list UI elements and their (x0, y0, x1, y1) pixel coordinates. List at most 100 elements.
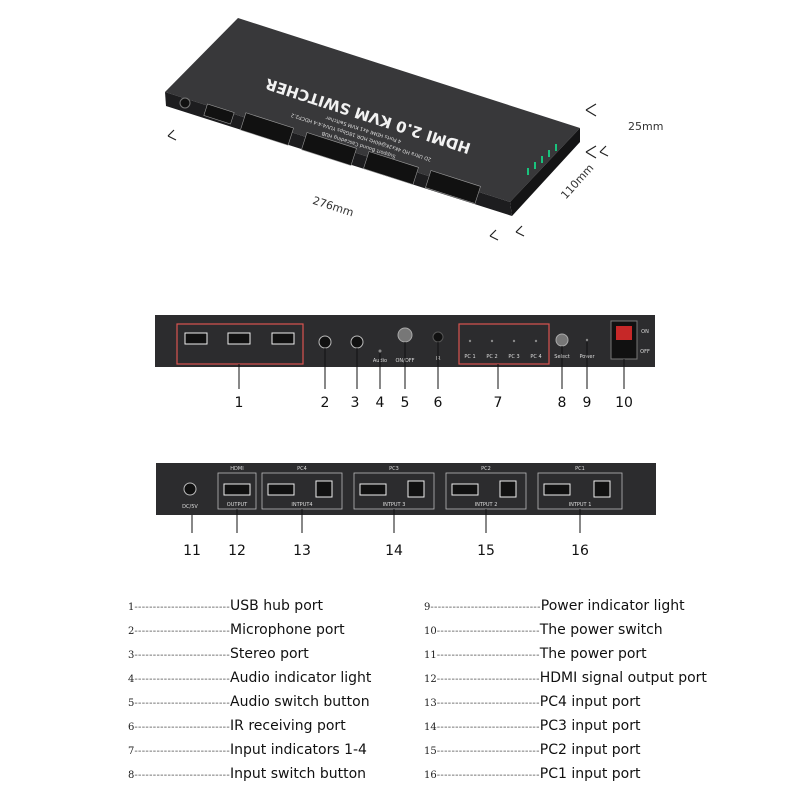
audio-indicator (378, 349, 382, 353)
legend-num: 2 (128, 626, 135, 637)
legend-item: 3--------------------------Stereo port (128, 646, 309, 670)
legend-dash: ---------------------------- (436, 674, 540, 685)
legend-num: 1 (128, 602, 135, 613)
height-dimension: 25mm (628, 120, 663, 133)
device-top-face (165, 18, 580, 202)
legend-dash: ---------------------------- (436, 770, 540, 781)
legend-num: 9 (424, 602, 431, 613)
legend-item: 12----------------------------HDMI signa… (424, 670, 707, 694)
legend-dash: ---------------------------- (436, 698, 540, 709)
dimension-marks (167, 103, 609, 241)
on-label: ON (641, 329, 649, 335)
pc3-label: PC 3 (508, 354, 519, 360)
callout-10: 10 (615, 395, 633, 411)
legend-label: Input switch button (230, 766, 367, 782)
headphone-jack (318, 335, 332, 349)
legend-item: 8--------------------------Input switch … (128, 766, 366, 790)
legend-item: 4--------------------------Audio indicat… (128, 670, 371, 694)
legend-item: 2--------------------------Microphone po… (128, 622, 345, 646)
callout-9: 9 (583, 395, 592, 411)
callout-1: 1 (235, 395, 244, 411)
legend-label: Microphone port (230, 622, 345, 638)
legend: 1--------------------------USB hub port … (0, 596, 800, 796)
callout-4: 4 (376, 395, 385, 411)
legend-label: Input indicators 1-4 (230, 742, 367, 758)
legend-item: 7--------------------------Input indicat… (128, 742, 367, 766)
legend-num: 10 (424, 626, 437, 637)
callout-11: 11 (183, 543, 201, 559)
audio-switch-button (397, 327, 413, 343)
callout-3: 3 (351, 395, 360, 411)
legend-item: 9------------------------------Power ind… (424, 598, 685, 622)
dc-power-port (183, 482, 197, 496)
legend-num: 8 (128, 770, 135, 781)
input4-label: INTPUT4 (291, 502, 312, 508)
callout-14: 14 (385, 543, 403, 559)
legend-item: 16----------------------------PC1 input … (424, 766, 640, 790)
legend-item: 1--------------------------USB hub port (128, 598, 323, 622)
legend-num: 14 (424, 722, 437, 733)
legend-item: 6--------------------------IR receiving … (128, 718, 346, 742)
legend-label: Audio switch button (230, 694, 370, 710)
legend-item: 14----------------------------PC3 input … (424, 718, 640, 742)
legend-num: 6 (128, 722, 135, 733)
select-button (555, 333, 569, 347)
callout-2: 2 (321, 395, 330, 411)
legend-num: 13 (424, 698, 437, 709)
output-label: OUTPUT (227, 502, 248, 508)
legend-dash: ---------------------------- (436, 650, 540, 661)
legend-label: The power switch (539, 622, 663, 638)
pc1-label: PC 1 (464, 354, 475, 360)
legend-num: 11 (424, 650, 437, 661)
input1-label: INTPUT 1 (569, 502, 592, 508)
legend-dash: ---------------------------- (436, 626, 540, 637)
legend-item: 13----------------------------PC4 input … (424, 694, 640, 718)
legend-dash: ---------------------------- (436, 722, 540, 733)
legend-label: PC2 input port (539, 742, 641, 758)
legend-label: Stereo port (230, 646, 309, 662)
legend-dash: ------------------------------ (430, 602, 541, 613)
legend-dash: -------------------------- (134, 698, 231, 709)
pc3-back-label: PC3 (389, 466, 399, 472)
microphone-jack (350, 335, 364, 349)
dc-label: DC/5V (182, 504, 198, 510)
callout-12: 12 (228, 543, 246, 559)
input3-label: INTPUT 3 (383, 502, 406, 508)
legend-dash: -------------------------- (134, 746, 231, 757)
legend-num: 15 (424, 746, 437, 757)
usb-highlight-box (176, 323, 304, 365)
device-side-face (510, 128, 580, 216)
legend-item: 15----------------------------PC2 input … (424, 742, 640, 766)
legend-dash: -------------------------- (134, 650, 231, 661)
callout-13: 13 (293, 543, 311, 559)
pc1-back-label: PC1 (575, 466, 585, 472)
power-led (585, 338, 589, 342)
pc2-back-label: PC2 (481, 466, 491, 472)
callout-15: 15 (477, 543, 495, 559)
off-label: OFF (640, 349, 650, 355)
legend-label: PC1 input port (539, 766, 641, 782)
legend-num: 7 (128, 746, 135, 757)
hdmi-label: HDMI (230, 466, 243, 472)
input2-label: INTPUT 2 (475, 502, 498, 508)
side-vents (527, 144, 557, 175)
ir-receiver (432, 331, 444, 343)
legend-num: 3 (128, 650, 135, 661)
legend-dash: -------------------------- (134, 602, 231, 613)
legend-label: PC4 input port (539, 694, 641, 710)
legend-dash: -------------------------- (134, 674, 231, 685)
legend-label: Audio indicator light (230, 670, 372, 686)
legend-num: 5 (128, 698, 135, 709)
pc-indicator-leds (468, 339, 538, 343)
legend-label: HDMI signal output port (539, 670, 707, 686)
pc2-label: PC 2 (486, 354, 497, 360)
back-panel-diagram: DC/5V HDMI OUTPUT PC4 INTPUT4 PC3 INTPUT… (156, 463, 656, 559)
legend-label: USB hub port (230, 598, 323, 614)
legend-num: 12 (424, 674, 437, 685)
callout-16: 16 (571, 543, 589, 559)
pc4-back-label: PC4 (297, 466, 307, 472)
callout-5: 5 (401, 395, 410, 411)
legend-dash: -------------------------- (134, 626, 231, 637)
legend-dash: -------------------------- (134, 722, 231, 733)
width-dimension: 110mm (558, 162, 596, 202)
